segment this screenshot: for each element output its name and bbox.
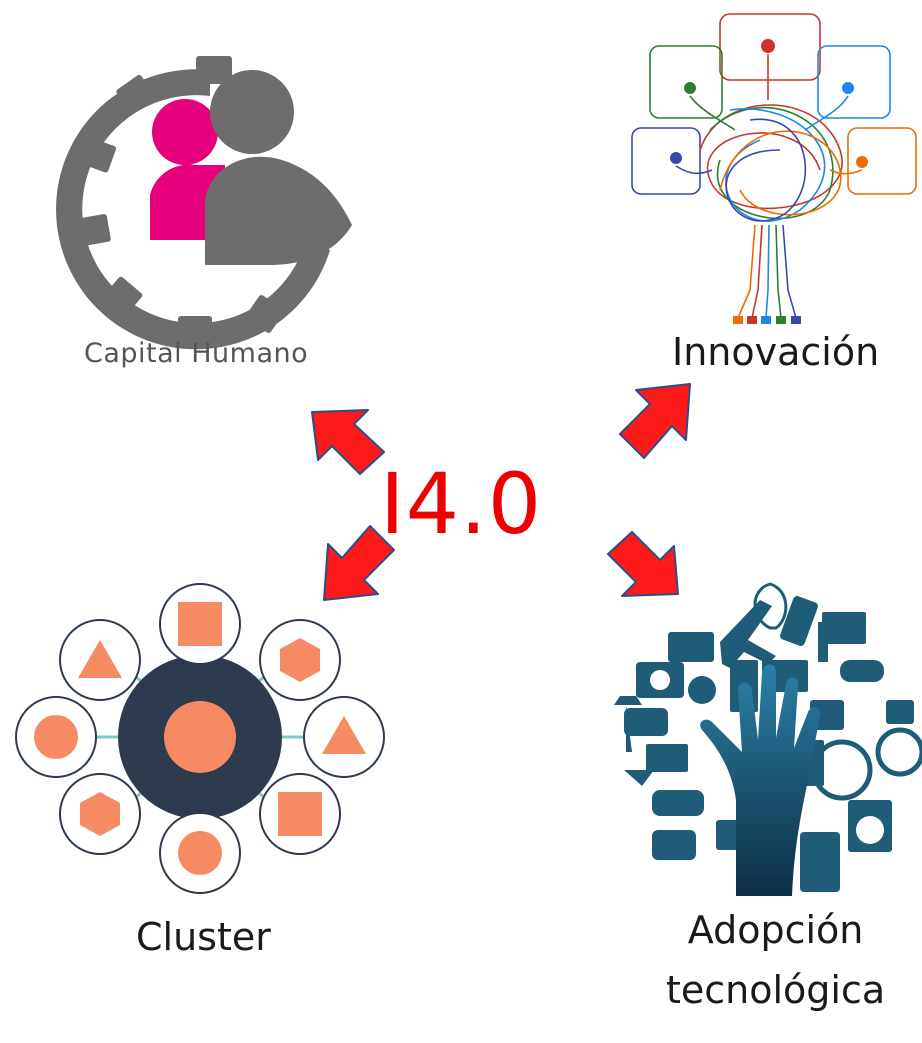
- fan-icon: [875, 727, 922, 777]
- center-label-i40: I4.0: [379, 455, 543, 553]
- circle-icon: [34, 715, 78, 759]
- car-icon: [652, 790, 704, 816]
- technology-adoption-image: [614, 582, 922, 896]
- square-icon: [178, 602, 222, 646]
- hexagon-icon: [80, 792, 120, 836]
- lamp-icon: [614, 696, 642, 752]
- arrow-down-left: [323, 525, 395, 601]
- adopcion-label-line2: tecnológica: [666, 968, 886, 1012]
- arrow-up-left: [311, 409, 385, 475]
- adopcion-tecnologica-label: Adopción tecnológica: [666, 900, 885, 1020]
- innovation-tree-image: [631, 13, 917, 324]
- triangle-icon: [322, 716, 366, 754]
- radio-icon: [624, 708, 668, 736]
- person-gray-icon: [205, 70, 352, 265]
- gamepad-icon: [840, 660, 884, 682]
- hexagon-icon: [280, 638, 320, 682]
- bulb-red-icon: [761, 39, 775, 53]
- tangled-lines: [675, 54, 863, 222]
- airplane-icon: [720, 600, 776, 668]
- bulb-indigo-icon: [670, 152, 682, 164]
- phone-icon: [780, 596, 818, 646]
- tablet-icon: [800, 832, 840, 892]
- cluster-image: [15, 583, 385, 894]
- bulb-orange-icon: [856, 156, 868, 168]
- trunk-lines: [737, 224, 797, 319]
- square-icon: [278, 792, 322, 836]
- triangle-icon: [78, 640, 122, 678]
- capital-humano-logo: [56, 56, 352, 350]
- gear-icon: [56, 56, 330, 350]
- cluster-label: Cluster: [136, 915, 271, 959]
- arrow-up-right: [619, 383, 691, 459]
- projector-icon: [668, 632, 714, 662]
- lightbulb-icon: [753, 582, 788, 630]
- innovacion-label: Innovación: [672, 330, 880, 374]
- arrow-down-right: [607, 531, 679, 597]
- watch-icon: [716, 820, 738, 850]
- circle-icon: [178, 831, 222, 875]
- computer-icon: [646, 744, 688, 772]
- plug-icons: [733, 316, 801, 324]
- capital-humano-label: Capital Humano: [84, 338, 309, 369]
- bulb-blue-icon: [842, 82, 854, 94]
- bulb-green-icon: [684, 82, 696, 94]
- arrows: [311, 383, 691, 601]
- monitor-icon: [822, 612, 866, 644]
- telephone-icon: [652, 830, 696, 860]
- adopcion-label-line1: Adopción: [687, 908, 864, 952]
- hand-icon: [700, 664, 821, 896]
